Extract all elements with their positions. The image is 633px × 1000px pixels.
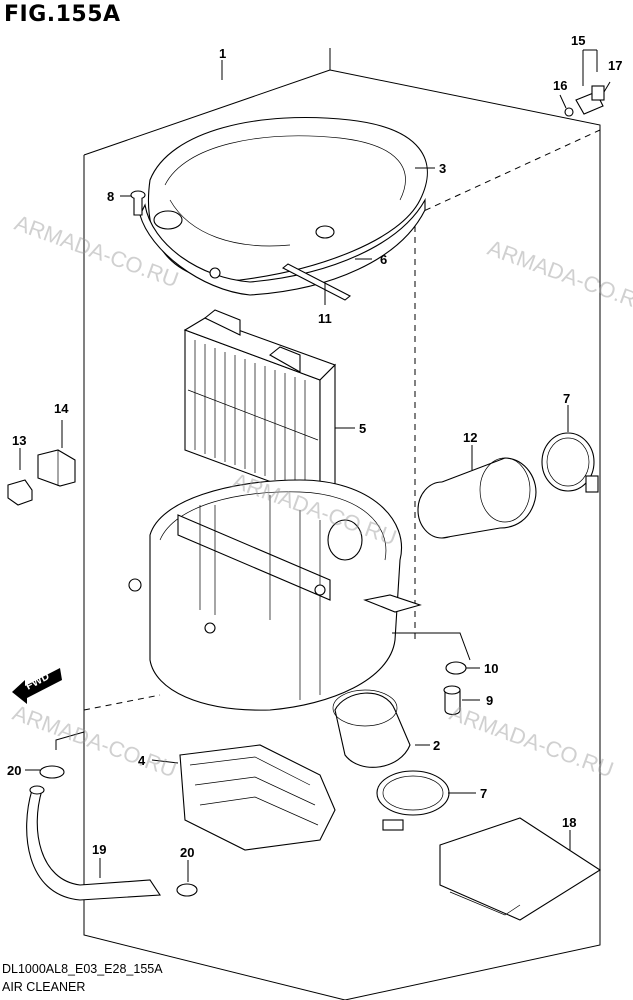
drain-cap-and-plug xyxy=(443,661,480,716)
callout-17: 17 xyxy=(608,58,622,73)
leader-lines xyxy=(19,60,611,882)
callout-18: 18 xyxy=(562,815,576,830)
callout-3: 3 xyxy=(439,161,446,176)
callout-11: 11 xyxy=(318,311,332,326)
cover-screw xyxy=(120,190,146,216)
callout-20-left: 20 xyxy=(7,763,21,778)
fwd-arrow: FWD xyxy=(12,668,62,704)
sensor-and-bracket xyxy=(7,449,76,506)
callout-7-lower: 7 xyxy=(480,786,487,801)
callout-13: 13 xyxy=(12,433,26,448)
figure-title: FIG.155A xyxy=(4,2,121,27)
outlet-joint xyxy=(332,689,450,831)
callout-15: 15 xyxy=(571,33,585,48)
drain-hose xyxy=(26,785,161,901)
intake-duct xyxy=(417,432,599,539)
diagram-name: AIR CLEANER xyxy=(2,980,86,994)
callout-5: 5 xyxy=(359,421,366,436)
label-plate xyxy=(439,817,602,921)
assembly-frame xyxy=(55,48,601,1000)
seal-and-strip xyxy=(281,258,372,301)
callout-10: 10 xyxy=(484,661,498,676)
callout-4: 4 xyxy=(138,753,146,768)
callout-labels: 1 2 3 4 5 6 7 7 8 9 10 11 12 13 14 15 16… xyxy=(7,33,622,860)
callout-20-right: 20 xyxy=(180,845,194,860)
callout-14: 14 xyxy=(54,401,69,416)
hose-clamps xyxy=(39,765,198,897)
callout-9: 9 xyxy=(486,693,493,708)
callout-8: 8 xyxy=(107,189,114,204)
lower-case xyxy=(179,744,336,851)
callout-16: 16 xyxy=(553,78,567,93)
callout-2: 2 xyxy=(433,738,440,753)
intake-temp-sensor xyxy=(564,49,605,117)
callout-12: 12 xyxy=(463,430,477,445)
filter-element xyxy=(183,309,337,502)
air-cleaner-case xyxy=(128,479,422,711)
diagram-code: DL1000AL8_E03_E28_155A xyxy=(2,962,163,976)
callout-6: 6 xyxy=(380,252,387,267)
callout-19: 19 xyxy=(92,842,106,857)
air-cleaner-cover xyxy=(139,116,428,296)
callout-7-upper: 7 xyxy=(563,391,570,406)
callout-1: 1 xyxy=(219,46,226,61)
